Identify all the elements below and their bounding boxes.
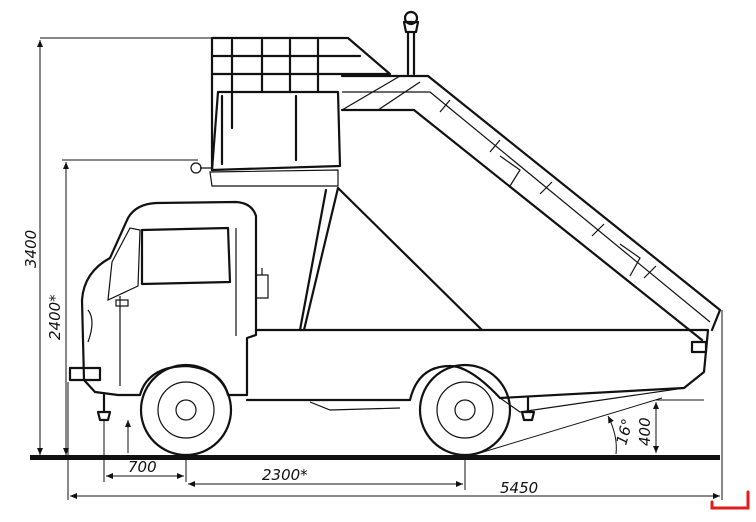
stair-braces (341, 75, 641, 277)
ground-line (30, 455, 720, 460)
latch-hook (190, 162, 202, 174)
dim-platform-height: 2400* (46, 294, 64, 340)
dim-wheelbase: 2300* (262, 466, 308, 484)
rear-ramp (499, 387, 685, 413)
cab-door-line (119, 228, 237, 386)
beacon-light (402, 20, 420, 76)
stair-upper-stringer (340, 74, 722, 332)
stair-foot-bracket (690, 340, 708, 354)
headlight (87, 309, 93, 343)
dimension-lines (37, 37, 723, 500)
front-jack (96, 393, 112, 422)
platform-cab-box (210, 90, 342, 172)
top-platform-rail (210, 36, 392, 172)
mirror (256, 268, 269, 299)
stair-handrail (342, 91, 711, 323)
front-wheel (139, 363, 233, 457)
cab-windshield (107, 227, 141, 301)
platform-hinge-frame (200, 167, 339, 187)
dim-rear-height: 400 (636, 417, 654, 446)
stair-lower-stringer (340, 108, 704, 342)
door-handle (115, 299, 129, 307)
dim-front-overhang: 700 (128, 458, 157, 476)
front-bumper (68, 366, 102, 382)
cab-window (140, 226, 232, 286)
rear-wheel (418, 363, 512, 457)
corner-marker (710, 490, 750, 510)
platform-deck (245, 328, 710, 402)
dim-ramp-angle: 16° (612, 417, 636, 447)
dim-overall-length: 5450 (500, 479, 538, 497)
stairway (190, 10, 722, 354)
deck-fold-support (309, 401, 401, 411)
scissor-leg-front (298, 186, 340, 332)
stair-steps (439, 99, 657, 279)
scissor-leg-rear (336, 186, 484, 332)
rear-jack (520, 396, 536, 422)
truck (68, 200, 710, 457)
dim-overall-height: 3400 (22, 230, 40, 268)
